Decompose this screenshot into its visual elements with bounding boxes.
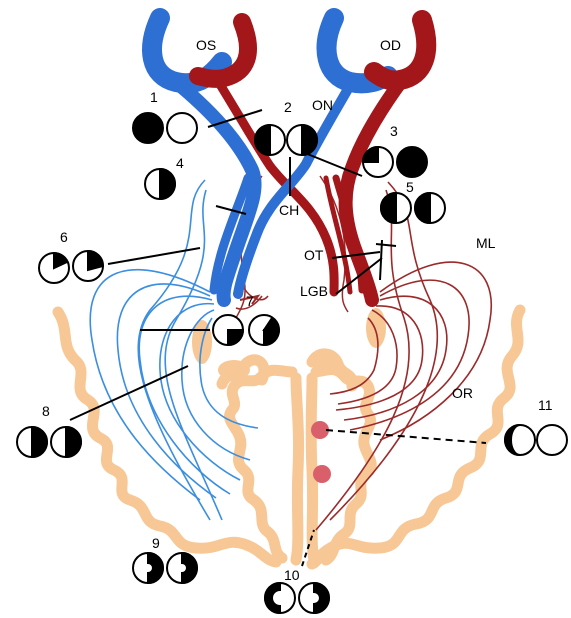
- field-defect-9: [133, 553, 197, 583]
- field-defect-6: [39, 251, 103, 283]
- label-ot: OT: [304, 247, 324, 263]
- field-defect-11: [505, 425, 567, 455]
- field-defect-10: [265, 583, 329, 613]
- right-nerve-red: [346, 80, 402, 300]
- cortex-bump: [218, 360, 250, 380]
- label-os: OS: [196, 37, 216, 53]
- lesion-number: 10: [284, 567, 300, 583]
- field-defect-1: [133, 113, 197, 143]
- lesion-number: 2: [284, 99, 292, 115]
- lesion-number: 1: [150, 89, 158, 105]
- label-od: OD: [380, 37, 401, 53]
- label-lgb: LGB: [300, 283, 328, 299]
- lesion-number: 8: [42, 403, 50, 419]
- label-ml: ML: [476, 235, 496, 251]
- lesion-number: 5: [406, 179, 414, 195]
- right-lgn-blob: [366, 308, 386, 348]
- field-defect-8: [17, 427, 81, 457]
- field-defect-2: [255, 125, 317, 155]
- lesion-number: 9: [152, 535, 160, 551]
- label-on: ON: [312, 97, 333, 113]
- field-defect-3: [363, 147, 427, 177]
- lesion-number: 7: [246, 293, 254, 309]
- lesion-dot-lower: [313, 465, 331, 483]
- lesion-number: 4: [176, 155, 184, 171]
- lesion-number: 11: [538, 397, 553, 413]
- label-ch: CH: [279, 202, 299, 218]
- cortex-bump: [310, 352, 342, 372]
- field-defect-5: [381, 193, 445, 223]
- field-defect-7: [213, 315, 279, 345]
- lesion-number: 3: [390, 123, 398, 139]
- label-or: OR: [452, 385, 473, 401]
- lesion-number: 6: [60, 229, 68, 245]
- field-defect-4: [145, 169, 175, 199]
- occipital-cortex: [58, 310, 520, 564]
